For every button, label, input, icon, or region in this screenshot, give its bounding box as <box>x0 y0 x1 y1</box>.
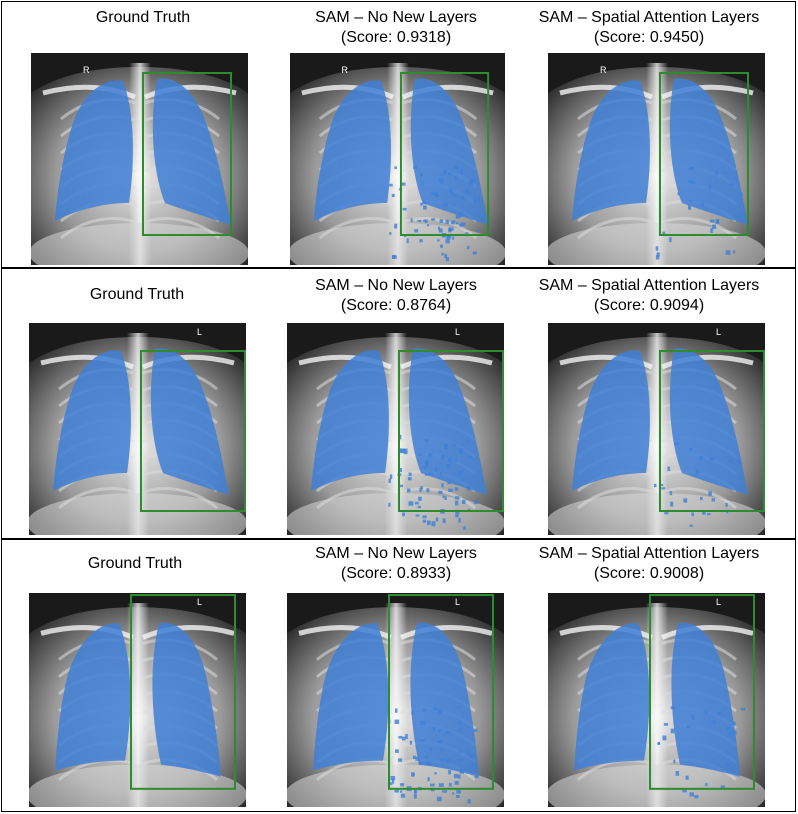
panel-title: Ground Truth <box>89 286 185 303</box>
xray-marker-label: L <box>455 597 460 607</box>
xray-image: R <box>290 53 505 265</box>
xray-image: L <box>287 593 504 807</box>
panel-title: SAM – No New Layers <box>315 277 477 294</box>
lung-mask-left <box>313 623 389 771</box>
row1-title-gt: Ground Truth <box>18 8 268 28</box>
bounding-box <box>659 350 765 512</box>
bounding-box <box>398 350 504 512</box>
bounding-box <box>649 594 755 790</box>
row-2 <box>1 268 796 539</box>
xray-marker-label: L <box>197 327 202 337</box>
lung-mask-right <box>410 78 489 226</box>
lung-mask-right <box>669 348 748 495</box>
xray-panel-no-new-layers: R <box>290 53 505 265</box>
xray-marker-label: R <box>83 65 90 75</box>
lung-mask-left <box>572 350 650 491</box>
lung-mask-left <box>313 80 392 221</box>
lung-mask-left <box>572 80 650 221</box>
xray-marker-label: L <box>197 597 202 607</box>
panel-score: (Score: 0.9450) <box>593 29 705 46</box>
panel-score: (Score: 0.9008) <box>593 565 705 582</box>
row1-title-sam: SAM – No New Layers (Score: 0.9318) <box>271 8 521 48</box>
panel-title: SAM – No New Layers <box>315 9 477 26</box>
row-3 <box>1 539 796 812</box>
xray-image: L <box>548 323 765 535</box>
bounding-box <box>142 72 232 236</box>
xray-panel-ground-truth: L <box>29 323 246 535</box>
bounding-box <box>659 72 749 236</box>
row2-title-sam: SAM – No New Layers (Score: 0.8764) <box>271 276 521 316</box>
panel-title: SAM – No New Layers <box>315 545 477 562</box>
lung-mask-left <box>53 350 131 491</box>
bounding-box <box>130 594 236 790</box>
row2-title-gt: Ground Truth <box>12 285 262 305</box>
panel-title: SAM – Spatial Attention Layers <box>538 9 760 26</box>
xray-panel-spatial-attention: R <box>548 53 765 265</box>
row-1 <box>1 1 796 268</box>
lung-mask-right <box>152 622 221 777</box>
xray-image: L <box>29 323 246 535</box>
lung-mask-right <box>671 622 740 777</box>
xray-marker-label: R <box>600 65 607 75</box>
xray-marker-label: R <box>342 65 349 75</box>
xray-marker-label: L <box>455 327 460 337</box>
panel-title: SAM – Spatial Attention Layers <box>538 545 760 562</box>
lung-mask-left <box>55 623 131 771</box>
row3-title-sam: SAM – No New Layers (Score: 0.8933) <box>271 544 521 584</box>
xray-panel-spatial-attention: L <box>548 323 765 535</box>
lung-mask-right <box>150 348 229 495</box>
bounding-box <box>399 72 490 236</box>
xray-image: L <box>29 593 246 807</box>
panel-score: (Score: 0.8764) <box>340 297 452 314</box>
xray-panel-spatial-attention: L <box>548 593 765 807</box>
xray-image: L <box>287 323 504 535</box>
lung-mask-right <box>669 78 748 226</box>
lung-mask-left <box>55 80 133 221</box>
lung-mask-right <box>152 78 231 226</box>
xray-panel-ground-truth: R <box>31 53 248 265</box>
lung-mask-left <box>574 623 650 771</box>
panel-score: (Score: 0.9318) <box>340 29 452 46</box>
xray-marker-label: L <box>716 327 721 337</box>
xray-panel-no-new-layers: L <box>287 323 504 535</box>
xray-marker-label: L <box>716 597 721 607</box>
xray-image: L <box>548 593 765 807</box>
panel-title: Ground Truth <box>87 555 183 572</box>
xray-panel-no-new-layers: L <box>287 593 504 807</box>
row3-title-gt: Ground Truth <box>10 554 260 574</box>
row3-title-spatial: SAM – Spatial Attention Layers (Score: 0… <box>524 544 774 584</box>
lung-mask-right <box>408 348 487 495</box>
lung-mask-left <box>311 350 389 491</box>
row1-title-spatial: SAM – Spatial Attention Layers (Score: 0… <box>524 8 774 48</box>
bounding-box <box>388 594 494 790</box>
panel-score: (Score: 0.8933) <box>340 565 452 582</box>
panel-title: SAM – Spatial Attention Layers <box>538 277 760 294</box>
xray-image: R <box>31 53 248 265</box>
row2-title-spatial: SAM – Spatial Attention Layers (Score: 0… <box>524 276 774 316</box>
lung-mask-right <box>410 622 479 777</box>
panel-score: (Score: 0.9094) <box>593 297 705 314</box>
panel-title: Ground Truth <box>95 9 191 26</box>
bounding-box <box>140 350 246 512</box>
xray-panel-ground-truth: L <box>29 593 246 807</box>
xray-image: R <box>548 53 765 265</box>
